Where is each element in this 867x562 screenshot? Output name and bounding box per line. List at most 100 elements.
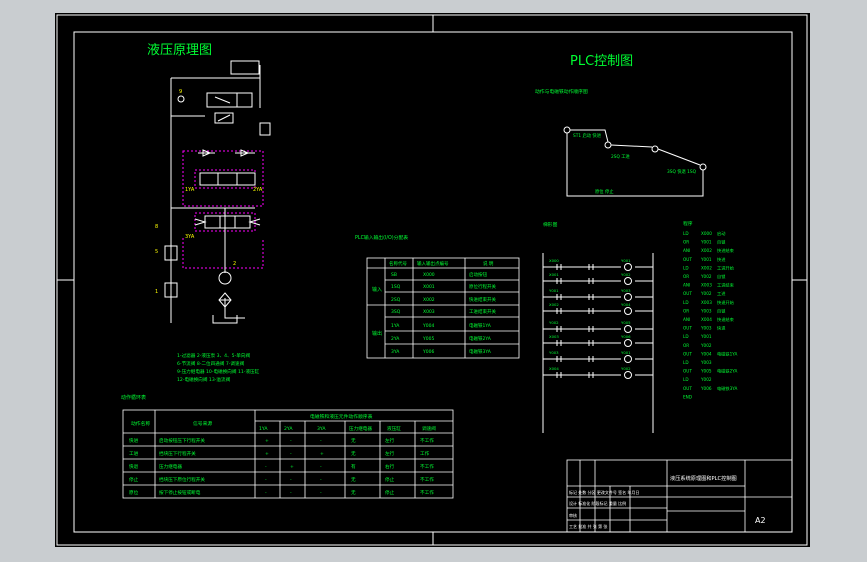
- action-group-header: 电磁铁和液压元件动作顺序表: [310, 413, 373, 420]
- action-table-cell: 左行: [385, 437, 395, 444]
- action-table-cell: 压力继电器: [159, 463, 182, 470]
- program-op: ANI: [683, 317, 690, 322]
- program-note: 工进结束: [717, 282, 735, 289]
- program-op: OR: [683, 240, 689, 245]
- hydraulic-legend-line-3: 9-压力继电器 10-电磁换向阀 11-液压缸: [177, 368, 260, 375]
- io-table-cell: 电磁铁2YA: [469, 335, 492, 342]
- program-note: 工进开始: [717, 264, 735, 271]
- sequence-diagram: [563, 126, 707, 197]
- program-arg: Y004: [700, 351, 712, 356]
- ladder-coil: [624, 307, 632, 315]
- action-table-cell: 快进: [129, 437, 139, 444]
- program-note: 电磁铁1YA: [717, 350, 737, 357]
- program-op: OUT: [683, 257, 692, 262]
- cad-drawing: 液压原理图 9: [56, 14, 808, 546]
- component-num-8: 8: [155, 224, 158, 230]
- ladder-coil-label: Y004: [621, 302, 631, 307]
- action-table-cell: -: [265, 465, 267, 470]
- program-note: 自锁: [717, 273, 726, 280]
- action-table-grid: [122, 409, 454, 499]
- program-arg: Y006: [700, 386, 712, 391]
- ladder-coil-label: Y001: [621, 350, 631, 355]
- ladder-coil: [624, 355, 632, 363]
- program-note: 电磁铁2YA: [717, 368, 737, 375]
- plc-subtitle: 动作与电磁铁动作顺序图: [535, 88, 588, 95]
- ladder-coil-label: Y005: [621, 320, 631, 325]
- sequence-label-2: 2SQ 工进: [611, 153, 631, 160]
- ladder-coil: [624, 339, 632, 347]
- ladder-coil: [624, 277, 632, 285]
- four-way-valve-upper: [199, 172, 256, 186]
- program-op: ANI: [683, 248, 690, 253]
- program-op: ANI: [683, 283, 690, 288]
- ladder-title: 梯形图: [543, 221, 558, 228]
- drawing-sheet: 液压原理图 9: [55, 13, 810, 547]
- program-op: OUT: [683, 326, 692, 331]
- action-table-cell: +: [265, 451, 269, 457]
- program-op: LD: [683, 334, 689, 339]
- component-num-2: 2: [233, 261, 236, 267]
- program-note: 启动: [717, 230, 725, 237]
- program-op: OUT: [683, 351, 692, 356]
- io-table-grid: [366, 257, 520, 359]
- program-arg: Y001: [700, 257, 712, 262]
- io-table-cell: 2YA: [391, 336, 400, 342]
- action-table-cell: 有: [351, 463, 356, 470]
- action-col-signal: 信号来源: [193, 420, 212, 427]
- title-block-title: 液压系统原理图和PLC控制图: [670, 474, 737, 482]
- program-op: LD: [683, 360, 689, 365]
- action-table-cell: -: [290, 439, 292, 444]
- action-subheader: 调速阀: [422, 425, 436, 432]
- io-group-output: 输出: [372, 330, 382, 337]
- program-arg: Y002: [700, 291, 712, 296]
- action-table-cell: 无: [351, 451, 356, 457]
- action-table-cell: 停止: [385, 476, 395, 483]
- program-op: LD: [683, 377, 689, 382]
- io-table-cell: 电磁铁1YA: [469, 322, 492, 329]
- program-note: 自锁: [717, 239, 726, 246]
- action-table-cell: -: [265, 491, 267, 496]
- directional-valve-top: [177, 92, 253, 108]
- pump-and-tank: [212, 208, 238, 324]
- program-arg: Y003: [700, 308, 712, 313]
- action-table-cell: -: [265, 478, 267, 483]
- hydraulic-legend-line-2: 6-节流阀 8-二位四通阀 7-调速阀: [177, 360, 245, 367]
- valve-label-3ya: 3YA: [185, 234, 195, 240]
- io-table-cell: 3SQ: [391, 309, 401, 315]
- action-table-cell: +: [320, 451, 324, 457]
- ladder-coil: [624, 371, 632, 379]
- action-table-cell: -: [320, 465, 322, 470]
- io-table-cell: Y006: [422, 349, 434, 355]
- action-table-cell: 停止: [385, 489, 395, 496]
- io-table-cell: X000: [423, 272, 435, 278]
- io-table-cell: SB: [391, 272, 397, 278]
- ladder-coil: [624, 293, 632, 301]
- ladder-coil-label: Y002: [621, 272, 631, 277]
- io-table-cell: Y005: [422, 336, 434, 342]
- ladder-coil: [624, 325, 632, 333]
- action-table-cell: 挡块压下行程开关: [159, 450, 196, 457]
- program-arg: X003: [701, 283, 712, 288]
- pressure-valve-group: [164, 245, 178, 298]
- program-op: OUT: [683, 369, 692, 374]
- program-arg: Y002: [700, 274, 712, 279]
- action-table-title: 动作循环表: [121, 394, 146, 401]
- component-num-1: 1: [155, 289, 158, 295]
- ladder-coil: [624, 263, 632, 271]
- ladder-contact-label: X001: [549, 272, 559, 277]
- action-table-cell: -: [320, 439, 322, 444]
- io-table-cell: X003: [423, 309, 435, 315]
- action-table-cell: 挡块压下原位行程开关: [159, 476, 205, 483]
- hydraulic-title: 液压原理图: [147, 43, 212, 58]
- action-table-cell: 按下停止按钮或断电: [159, 489, 201, 496]
- io-header-name: 名称代号: [389, 260, 407, 267]
- program-op: LD: [683, 265, 689, 270]
- io-table-cell: 2SQ: [391, 297, 401, 303]
- program-op: OUT: [683, 291, 692, 296]
- program-note: 电磁铁3YA: [717, 385, 737, 392]
- io-header-point: 输入输出点编号: [417, 260, 449, 267]
- program-title: 程序: [683, 220, 693, 227]
- program-arg: Y005: [700, 369, 712, 374]
- four-way-valve-lower: [194, 215, 261, 229]
